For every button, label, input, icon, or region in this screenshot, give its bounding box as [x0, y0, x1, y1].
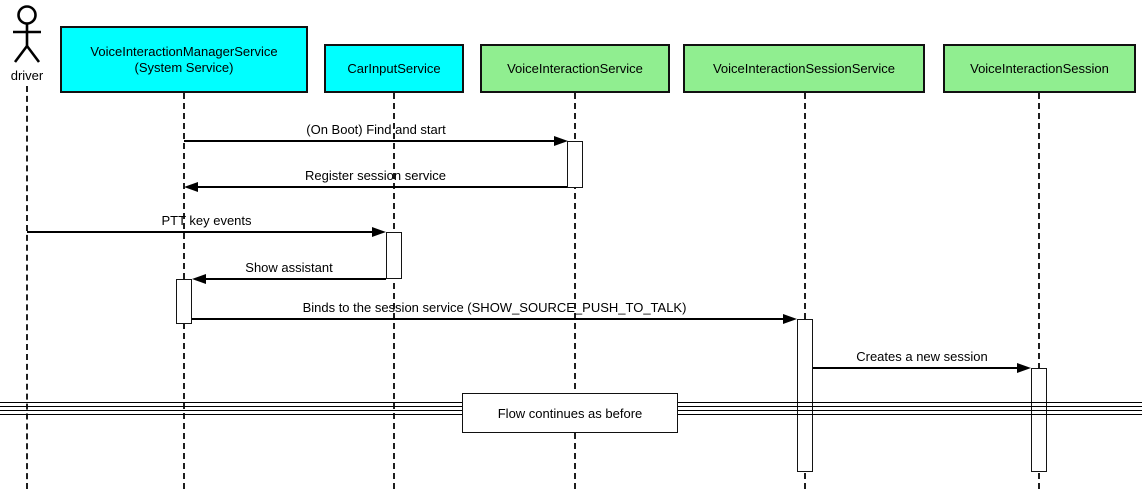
- lifeline-voiceinteractionservice: [574, 93, 576, 489]
- arrowhead-right-icon: [783, 314, 797, 324]
- message-label: Binds to the session service (SHOW_SOURC…: [302, 300, 687, 315]
- activation-carinputservice: [386, 232, 402, 279]
- message-label: Creates a new session: [856, 349, 988, 364]
- activation-voiceinteractionsession: [1031, 368, 1047, 472]
- actor-icon: [13, 5, 41, 63]
- message-label: Register session service: [305, 168, 446, 183]
- lifeline-driver: [26, 86, 28, 489]
- activation-voiceinteractionsessionservice: [797, 319, 813, 472]
- divider-label: Flow continues as before: [462, 393, 678, 433]
- message-line: [206, 278, 386, 280]
- participant-voiceinteractionservice: VoiceInteractionService: [480, 44, 670, 93]
- message-line: [813, 367, 1017, 369]
- actor-label: driver: [10, 68, 44, 83]
- lifeline-voiceinteractionsession: [1038, 93, 1040, 489]
- participant-voiceinteractionmanagerservice: VoiceInteractionManagerService (System S…: [60, 26, 308, 93]
- arrowhead-left-icon: [184, 182, 198, 192]
- message-label: (On Boot) Find and start: [306, 122, 446, 137]
- message-line: [27, 231, 372, 233]
- lifeline-voiceinteractionsessionservice: [804, 93, 806, 489]
- activation-voiceinteractionmanagerservice: [176, 279, 192, 324]
- participant-voiceinteractionsession: VoiceInteractionSession: [943, 44, 1136, 93]
- lifeline-carinputservice: [393, 93, 395, 489]
- participant-carinputservice: CarInputService: [324, 44, 464, 93]
- message-line: [184, 140, 554, 142]
- arrowhead-left-icon: [192, 274, 206, 284]
- arrowhead-right-icon: [1017, 363, 1031, 373]
- participant-voiceinteractionsessionservice: VoiceInteractionSessionService: [683, 44, 925, 93]
- message-line: [198, 186, 567, 188]
- message-line: [192, 318, 783, 320]
- activation-voiceinteractionservice: [567, 141, 583, 188]
- message-label: PTT key events: [161, 213, 252, 228]
- message-label: Show assistant: [245, 260, 333, 275]
- arrowhead-right-icon: [554, 136, 568, 146]
- arrowhead-right-icon: [372, 227, 386, 237]
